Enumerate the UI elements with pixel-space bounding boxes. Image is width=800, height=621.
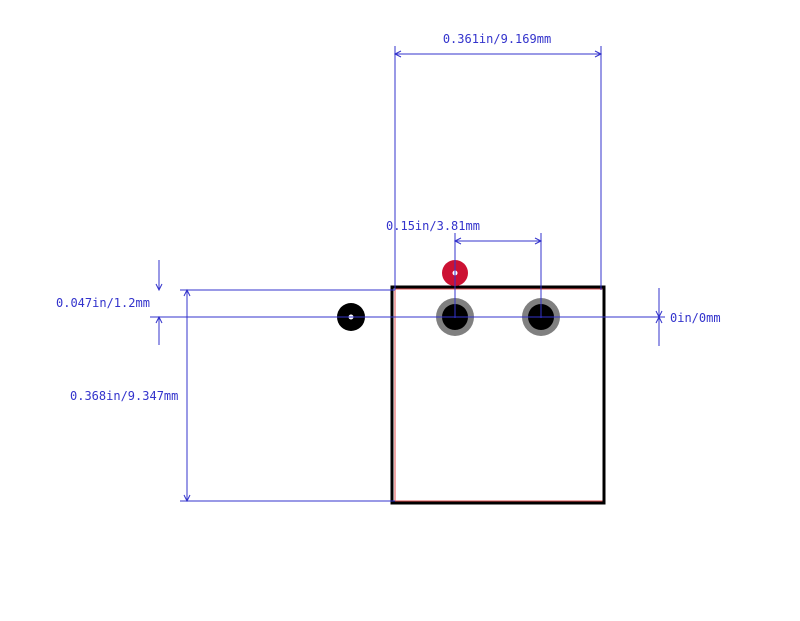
courtyard-outline bbox=[394, 288, 604, 502]
pitch-dimension-label: 0.15in/3.81mm bbox=[386, 219, 480, 233]
dimension-arrows bbox=[155, 50, 663, 503]
offset-dimension-label: 0.047in/1.2mm bbox=[56, 296, 150, 310]
width-dimension-label: 0.361in/9.169mm bbox=[443, 32, 551, 46]
zero-dimension-label: 0in/0mm bbox=[670, 311, 721, 325]
height-dimension-label: 0.368in/9.347mm bbox=[70, 389, 178, 403]
body-outline bbox=[390, 285, 606, 505]
dimension-lines bbox=[150, 46, 665, 502]
